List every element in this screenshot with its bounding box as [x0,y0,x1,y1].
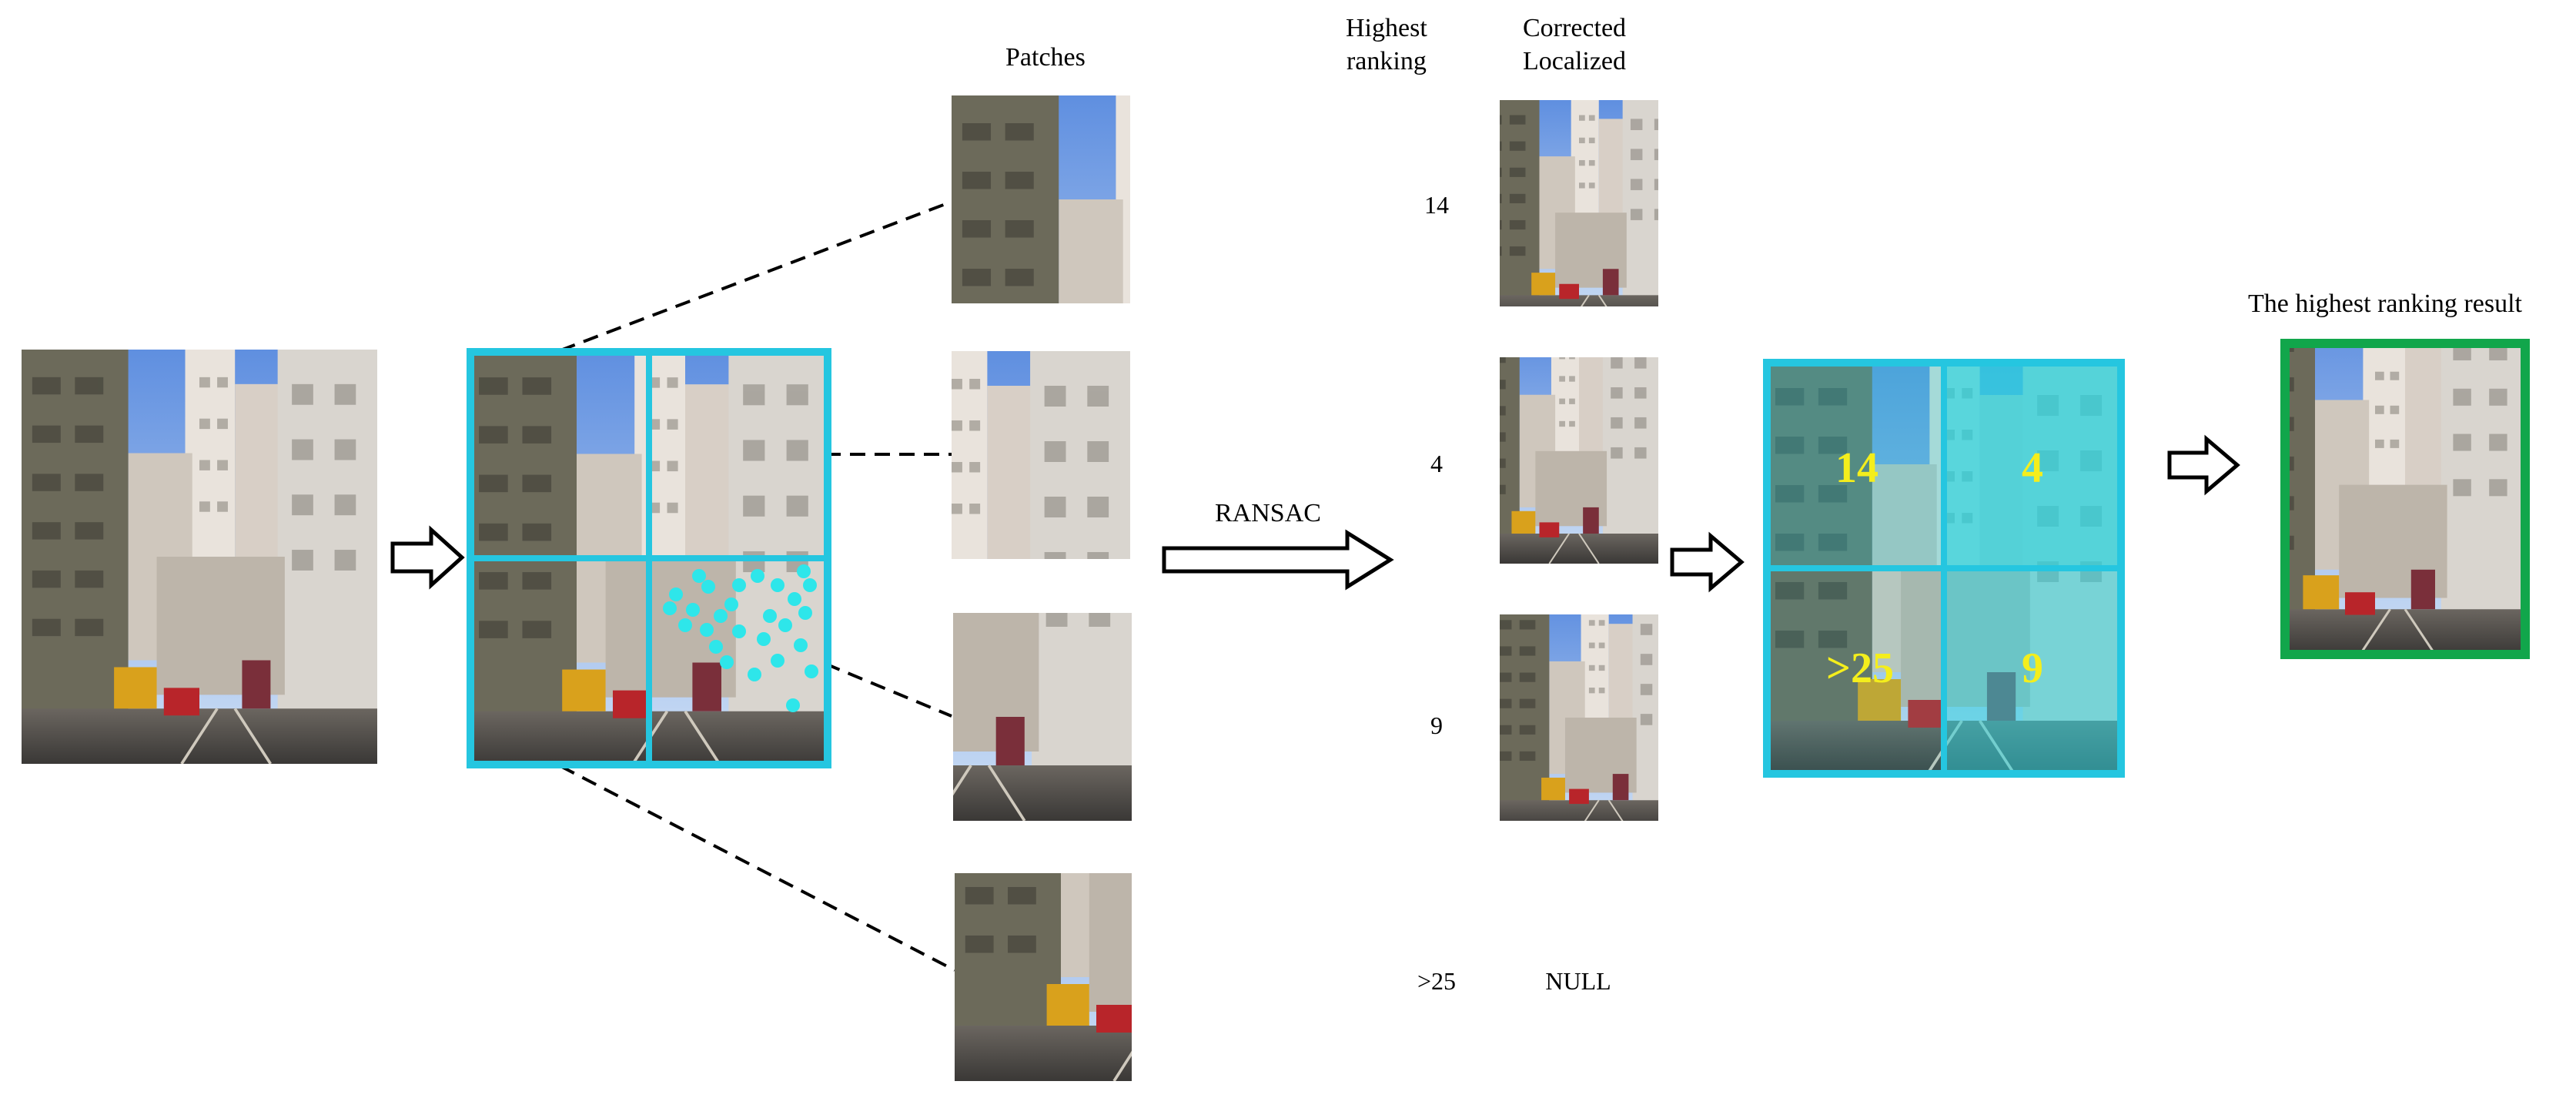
patch-image-3 [953,613,1132,821]
localized-image-1 [1500,100,1658,306]
rank-value: 4 [1430,450,1443,477]
corrected-localized-header: Corrected Localized [1523,14,1627,75]
arrow-right-icon [390,525,465,590]
grid-rank-top-left: 14 [1835,444,1878,492]
highest-result-label: The highest ranking result [2248,290,2522,318]
null-result: NULL [1545,967,1611,995]
grid-rank-bottom-left: >25 [1826,644,1894,692]
dashed-connector-4 [560,765,955,972]
arrow-right-icon [1162,529,1394,591]
rank-value: 9 [1430,711,1443,739]
highest-ranking-header: Highest ranking [1346,14,1427,75]
localized-image-2 [1500,357,1658,564]
patch-image-4 [955,873,1132,1081]
patch-image-1 [952,95,1130,303]
localized-image-3 [1500,614,1658,821]
grid-tint-bottom-right [1944,568,2123,776]
ranked-grid-divider-horizontal [1763,565,2125,571]
patches-label: Patches [1005,43,1086,72]
highest-result-frame [2280,339,2530,659]
dashed-connector-3 [825,662,952,718]
grid-rank-bottom-right: 9 [2022,644,2043,692]
arrow-right-icon [1670,531,1745,593]
grid-tint-top-right [1944,360,2123,568]
grid-divider-horizontal [467,555,831,561]
rank-value: >25 [1417,967,1457,995]
grid-tint-top-left [1765,360,1944,568]
dashed-connector-1 [560,200,952,352]
ransac-label: RANSAC [1215,499,1321,527]
grid-tint-bottom-left [1765,568,1944,776]
rank-value: 14 [1424,191,1449,219]
arrow-right-icon [2167,434,2240,496]
grid-rank-top-right: 4 [2022,444,2043,492]
patch-image-2 [952,351,1130,559]
